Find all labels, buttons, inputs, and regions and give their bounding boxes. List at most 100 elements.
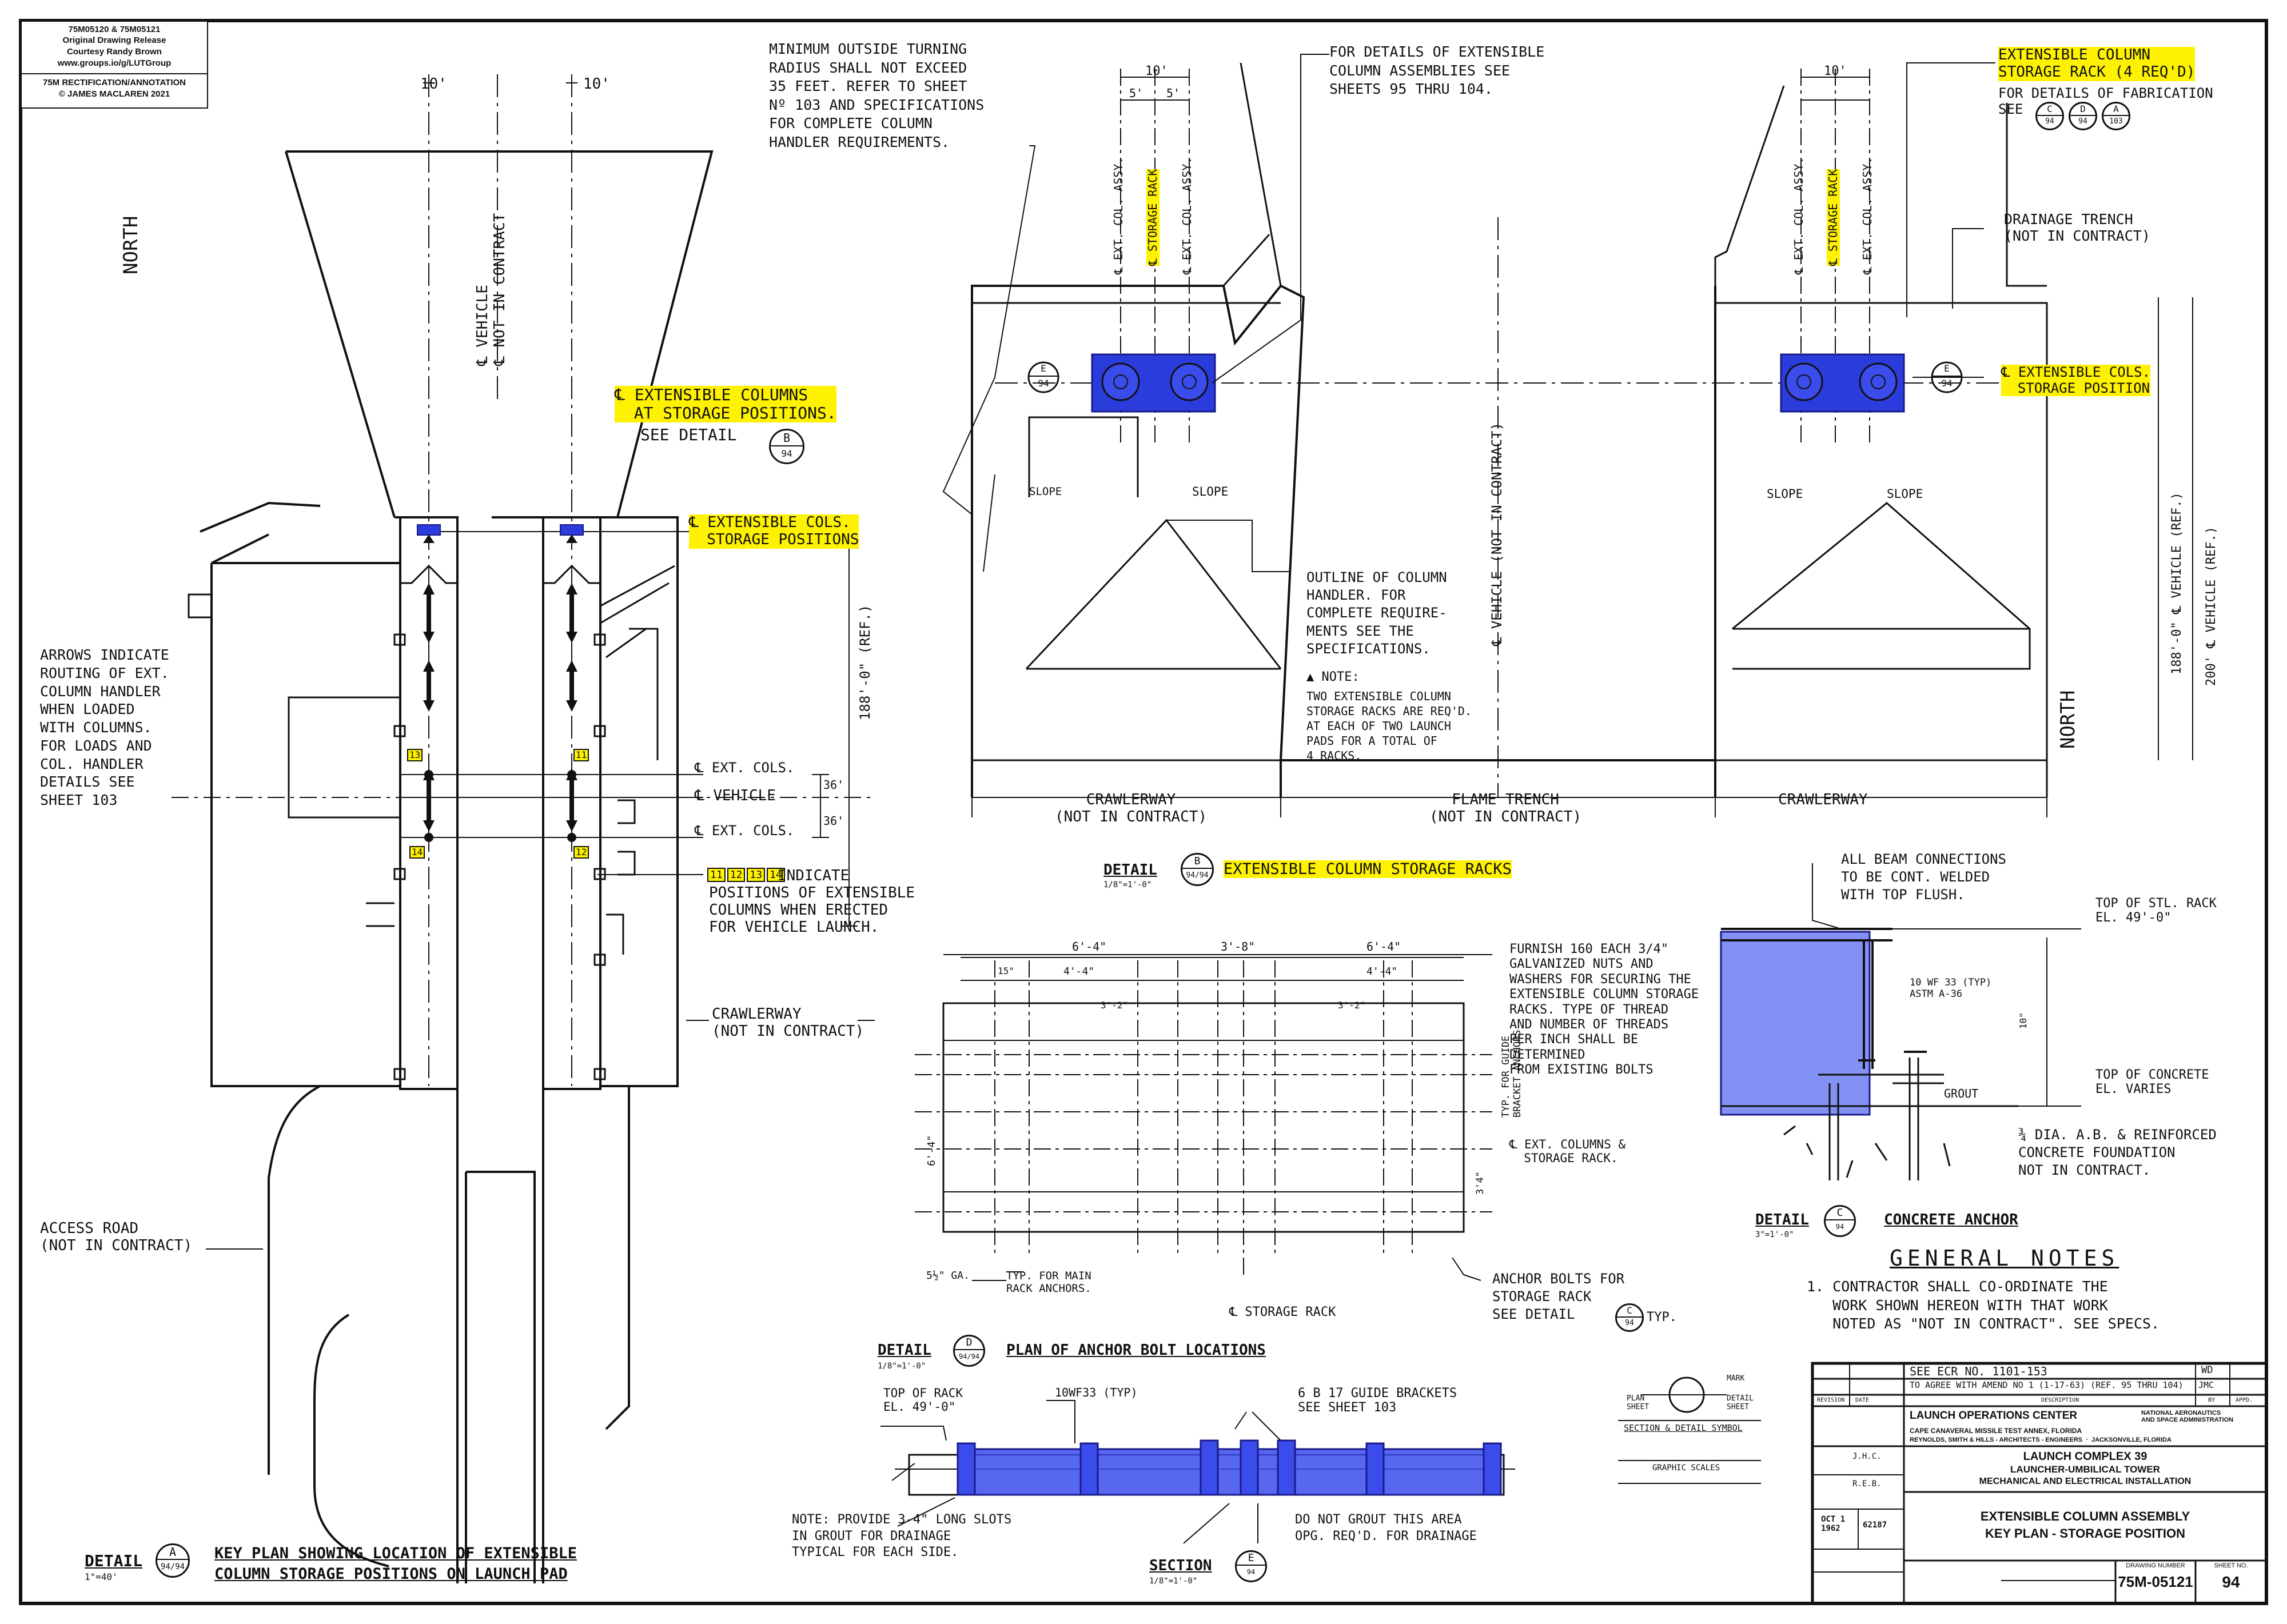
installation-title: MECHANICAL AND ELECTRICAL INSTALLATION — [1979, 1477, 2192, 1486]
symbol-detail-sheet: DETAIL SHEET — [1727, 1394, 1754, 1411]
symbol-mark: MARK — [1727, 1374, 1745, 1383]
ext-col-assy-label-2: ℄ EXT. COL. ASSY. — [1180, 157, 1194, 275]
detail-d-callout-sheet: 94/94 — [955, 1349, 983, 1363]
storage-rack-qty-note: EXTENSIBLE COLUMN STORAGE RACK (4 REQ'D) — [1998, 46, 2196, 81]
drawing-date: OCT 1 1962 — [1821, 1515, 1846, 1534]
detail-b-storage-position-note: ℄ EXTENSIBLE COLS. STORAGE POSITION — [2001, 364, 2151, 397]
dim-3-2-b: 3'-2" — [1338, 1000, 1366, 1011]
grout-label: GROUT — [1944, 1087, 1979, 1100]
section-e-callout-right-sheet: 94 — [1933, 376, 1961, 390]
fabrication-callouts: C 94 D 94 A 103 — [2035, 102, 2130, 130]
dim-4-4-b: 4'-4" — [1366, 965, 1398, 977]
section-e-title-callout: E 94 — [1235, 1550, 1267, 1582]
detail-b-label: DETAIL — [1103, 861, 1157, 879]
detail-d-drawing — [915, 954, 1492, 1281]
storage-rack-left — [1091, 353, 1216, 413]
detail-b-vehicle-cl: ℄ VEHICLE (NOT IN CONTRACT) — [1489, 422, 1505, 646]
flame-trench-label: FLAME TRENCH (NOT IN CONTRACT) — [1429, 791, 1582, 825]
dim-188-vehicle-ref: 188'-0" ℄ VEHICLE (REF.) — [2170, 492, 2184, 675]
rev-col-revision: REVISION — [1817, 1397, 1845, 1403]
typ-guide-bracket-note: TYP. FOR GUIDE BRACKET ANCHORS — [1500, 1030, 1523, 1118]
dim-6-4-a: 6'-4" — [1072, 940, 1107, 953]
detail-c-callout-letter: C — [1836, 1207, 1843, 1219]
detail-d-title: PLAN OF ANCHOR BOLT LOCATIONS — [1006, 1342, 1266, 1359]
credit-line-3: Courtesy Randy Brown — [67, 47, 162, 57]
detail-b-dim-5-a: 5' — [1129, 86, 1144, 100]
detail-c-scale: 3"=1'-0" — [1755, 1230, 1794, 1239]
beam-connections-note: ALL BEAM CONNECTIONS TO BE CONT. WELDED … — [1841, 851, 2006, 903]
dim-3-8: 3'-8" — [1221, 940, 1256, 953]
anchor-typ: TYP. — [1647, 1310, 1677, 1324]
detail-a-callout: A 94/94 — [156, 1543, 190, 1578]
detail-b-callout: B 94/94 — [1181, 853, 1214, 886]
detail-a-label: DETAIL — [85, 1551, 143, 1570]
key-plan-ext-cols-label-1: ℄ EXT. COLS. — [695, 760, 795, 776]
launch-operations-center: LAUNCH OPERATIONS CENTER — [1910, 1410, 2078, 1422]
storage-rack-label-left: ℄ STORAGE RACK — [1146, 169, 1160, 266]
drainage-slots-note: NOTE: PROVIDE 3-4" LONG SLOTS IN GROUT F… — [792, 1513, 1012, 1560]
credit-box: 75M05120 & 75M05121 Original Drawing Rel… — [21, 21, 208, 109]
key-plan-dim-188: 188'-0" (REF.) — [857, 604, 873, 720]
section-e-callout-left: E 94 — [1029, 362, 1058, 390]
section-symbol-key — [1618, 1376, 1761, 1484]
detail-b-callout-letter: B — [1194, 855, 1201, 867]
detail-c-drawing — [1720, 863, 2081, 1180]
indicate-number-12: 12 — [727, 868, 746, 882]
indicate-positions-note: INDICATE POSITIONS OF EXTENSIBLE COLUMNS… — [709, 867, 915, 936]
position-marker-12: 12 — [573, 846, 589, 859]
credit-line-2: Original Drawing Release — [62, 35, 166, 45]
credit-line-1: 75M05120 & 75M05121 — [68, 25, 161, 34]
tower-title: LAUNCHER-UMBILICAL TOWER — [2010, 1464, 2160, 1475]
access-road-note: ACCESS ROAD (NOT IN CONTRACT) — [40, 1220, 193, 1254]
anchor-bolt-foundation-note: ¾ DIA. A.B. & REINFORCED CONCRETE FOUNDA… — [2018, 1127, 2217, 1179]
detail-b-dim-10-right: 10' — [1824, 64, 1847, 78]
top-of-rack-note: TOP OF RACK EL. 49'-0" — [883, 1386, 963, 1414]
architects-label: REYNOLDS, SMITH & HILLS - ARCHITECTS - E… — [1910, 1437, 2172, 1443]
key-plan-dim-right: 10' — [583, 75, 610, 93]
credit-line-6: © JAMES MACLAREN 2021 — [58, 89, 170, 99]
detail-d-scale: 1/8"=1'-0" — [878, 1362, 926, 1371]
section-e-beam-label: 10WF33 (TYP) — [1055, 1386, 1138, 1399]
section-e-drawing — [880, 1400, 1515, 1544]
min-turning-radius-note: MINIMUM OUTSIDE TURNING RADIUS SHALL NOT… — [769, 41, 985, 150]
section-e-callout-left-letter: E — [1041, 363, 1046, 374]
detail-c-callout-sheet: 94 — [1826, 1219, 1854, 1233]
launch-complex-title: LAUNCH COMPLEX 39 — [2023, 1450, 2147, 1463]
checked-by: R.E.B. — [1852, 1479, 1882, 1489]
do-not-grout-note: DO NOT GROUT THIS AREA OPG. REQ'D. FOR D… — [1295, 1513, 1477, 1543]
drawing-number: 75M-05121 — [2118, 1573, 2193, 1590]
general-note-1: 1. CONTRACTOR SHALL CO-ORDINATE THE WORK… — [1807, 1278, 2160, 1332]
revision-a-text: TO AGREE WITH AMEND NO 1 (1-17-63) (REF.… — [1910, 1380, 2184, 1390]
key-plan-ext-cols-label-2: ℄ EXT. COLS. — [695, 823, 795, 839]
fab-callout-d-letter: D — [2080, 103, 2086, 114]
fab-callout-c: C 94 — [2035, 102, 2064, 130]
fab-callout-d: D 94 — [2069, 102, 2097, 130]
title-block-frame — [1811, 1362, 2268, 1605]
typ-main-rack-note: TYP. FOR MAIN RACK ANCHORS. — [1006, 1270, 1091, 1295]
position-marker-14: 14 — [409, 846, 425, 859]
section-e-title-callout-letter: E — [1248, 1552, 1254, 1564]
slope-label-1: SLOPE — [1029, 485, 1062, 498]
routing-arrows — [427, 592, 574, 823]
dim-10-in: 10" — [2018, 1012, 2029, 1029]
project-number: 62187 — [1863, 1521, 1887, 1530]
ext-col-assy-label-4: ℄ EXT. COL. ASSY. — [1860, 157, 1874, 275]
note-heading-text: NOTE: — [1321, 670, 1360, 684]
dim-3-4: 3'4" — [1475, 1171, 1486, 1195]
detail-b-title: EXTENSIBLE COLUMN STORAGE RACKS — [1224, 860, 1512, 879]
sheet-border — [19, 19, 2268, 1605]
detail-c-label: DETAIL — [1755, 1211, 1809, 1228]
detail-b-scale: 1/8"=1'-0" — [1103, 880, 1152, 889]
detail-d-label: DETAIL — [878, 1342, 931, 1359]
rev-col-by: BY — [2208, 1397, 2216, 1403]
fabrication-note: FOR DETAILS OF FABRICATION SEE — [1998, 85, 2213, 117]
drawing-title-1: EXTENSIBLE COLUMN ASSEMBLY — [1980, 1509, 2190, 1523]
drawing-number-label: DRAWING NUMBER — [2126, 1562, 2185, 1569]
rev-col-date: DATE — [1855, 1397, 1870, 1403]
arrows-routing-note: ARROWS INDICATE ROUTING OF EXT. COLUMN H… — [40, 647, 169, 808]
dim-gauge: 5½" GA. — [926, 1270, 970, 1282]
key-plan-callout-sheet: 94 — [771, 445, 803, 461]
symbol-key-title: SECTION & DETAIL SYMBOL — [1624, 1423, 1743, 1433]
detail-d-callout-letter: D — [966, 1336, 973, 1348]
slope-label-2: SLOPE — [1192, 485, 1229, 498]
